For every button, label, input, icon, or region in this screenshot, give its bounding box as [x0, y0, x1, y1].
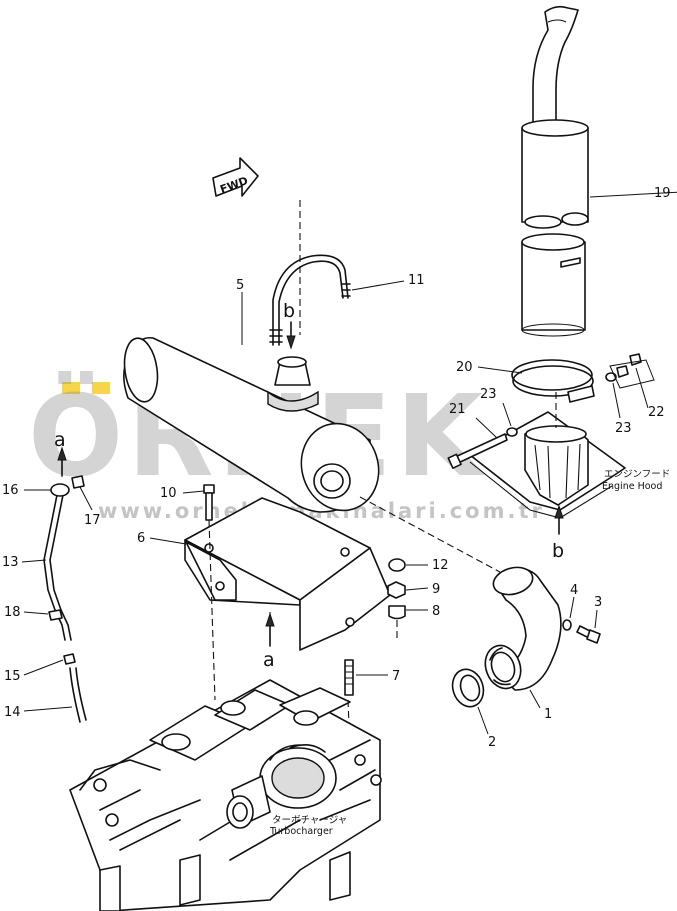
- clamp-bolt-and-nuts: [447, 353, 642, 469]
- watermark-accent-mark: [62, 382, 80, 394]
- exhaust-elbow-pipe: [484, 566, 562, 691]
- callout-15: 15: [4, 669, 21, 684]
- connection-mark-a-bottom: a: [263, 649, 275, 671]
- turbocharger-jp-label: ターボチャージャ: [272, 815, 347, 826]
- callout-23-right: 23: [615, 421, 632, 436]
- forward-arrow-shape: [212, 157, 259, 197]
- callout-14: 14: [4, 705, 21, 720]
- mounting-hardware: [203, 484, 406, 701]
- screw-icon: [71, 475, 85, 489]
- callout-17: 17: [84, 513, 101, 528]
- connection-mark-b-bottom: b: [552, 540, 564, 562]
- callout-numbers: 1 2 3 4 5 6 7 8 9 10 11 12 13 14 15 16 1…: [2, 186, 671, 750]
- callout-3: 3: [594, 595, 602, 610]
- stack-sleeve: [521, 127, 589, 223]
- connection-letters: b b a a: [54, 300, 564, 671]
- connection-mark-b-top: b: [283, 300, 295, 322]
- engine-hood-en-label: Engine Hood: [602, 481, 662, 492]
- clip-icon: [63, 653, 76, 665]
- callout-20: 20: [456, 360, 473, 375]
- callout-19: 19: [654, 186, 671, 201]
- washer-icon: [562, 619, 572, 631]
- connection-arrows: [57, 321, 564, 647]
- arrow-up-icon: [265, 612, 275, 627]
- stack-curved-tip: [532, 5, 579, 129]
- callout-4: 4: [570, 583, 578, 598]
- engine-hood-flange: [469, 392, 626, 519]
- callout-7: 7: [392, 669, 400, 684]
- bolt-head-icon: [586, 629, 601, 644]
- tube-fitting: [50, 483, 70, 497]
- watermark-accent-mark: [92, 382, 110, 394]
- callout-21: 21: [449, 402, 466, 417]
- callout-12: 12: [432, 558, 449, 573]
- callout-1: 1: [544, 707, 552, 722]
- washer-icon: [506, 427, 518, 437]
- exhaust-stack-pipe: [521, 5, 589, 337]
- elbow-bolt: [562, 619, 601, 644]
- forward-direction-marker: FWD: [212, 157, 259, 197]
- bolt-head-icon: [203, 484, 215, 494]
- washer-icon: [605, 372, 617, 382]
- nut-icon: [629, 353, 642, 366]
- muffler: [123, 336, 380, 589]
- callout-16: 16: [2, 483, 19, 498]
- callout-2: 2: [488, 735, 496, 750]
- callout-11: 11: [408, 273, 425, 288]
- u-bolt: [269, 200, 351, 346]
- callout-5: 5: [236, 278, 244, 293]
- callout-9: 9: [432, 582, 440, 597]
- callout-22: 22: [648, 405, 665, 420]
- arrow-down-icon: [286, 335, 296, 350]
- callout-23-left: 23: [480, 387, 497, 402]
- callout-6: 6: [137, 531, 145, 546]
- engine-hood-jp-label: エンジンフード: [604, 469, 670, 480]
- annotations: エンジンフード Engine Hood ターボチャージャ Turbocharge…: [269, 469, 670, 837]
- turbocharger: [226, 744, 337, 829]
- turbocharger-en-label: Turbocharger: [269, 826, 333, 837]
- drain-tube-assembly: [43, 475, 87, 723]
- callout-8: 8: [432, 604, 440, 619]
- arrow-up-icon: [554, 504, 564, 519]
- engine-block: [69, 679, 382, 911]
- leader-lines: [21, 191, 677, 735]
- connection-mark-a-top: a: [54, 429, 66, 451]
- band-clamp: [511, 359, 595, 403]
- nut-icon: [616, 365, 629, 378]
- arrow-up-icon: [57, 446, 67, 461]
- washer-icon: [388, 558, 406, 572]
- stack-lower-tube: [521, 241, 586, 331]
- callout-13: 13: [2, 555, 19, 570]
- exhaust-gasket: [451, 668, 485, 708]
- clip-icon: [48, 609, 63, 621]
- nut-icon: [387, 581, 406, 599]
- muffler-bracket: [184, 497, 391, 651]
- callout-18: 18: [4, 605, 21, 620]
- callout-10: 10: [160, 486, 177, 501]
- collar-icon: [388, 605, 406, 620]
